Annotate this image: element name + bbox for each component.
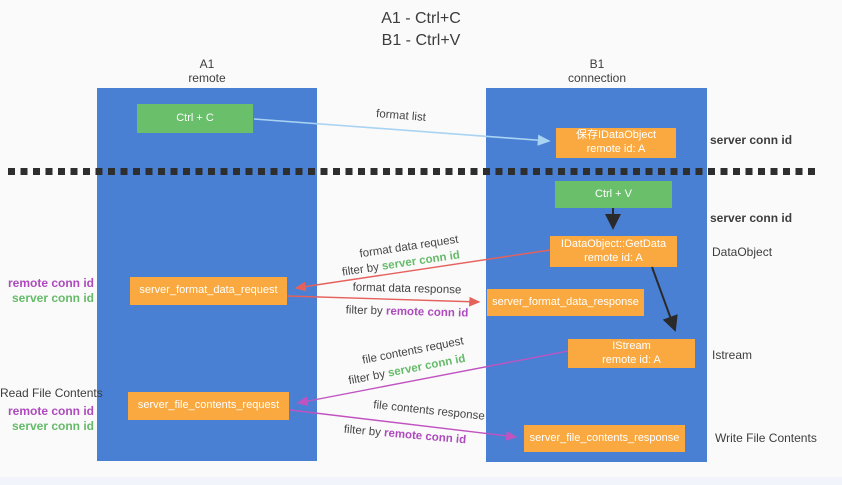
remote-conn-id-text: remote conn id: [385, 305, 469, 320]
filter-by-text: filter by: [345, 304, 387, 318]
node-save-dataobject-line2: remote id: A: [586, 143, 646, 155]
filter-by-text: filter by: [343, 423, 385, 440]
remote-conn-id-text: remote conn id: [383, 427, 467, 447]
annotation-read-file-contents: Read File Contents: [0, 386, 103, 400]
node-server-file-contents-request-label: server_file_contents_request: [137, 399, 280, 412]
left-server-conn-id-2: server conn id: [11, 419, 94, 433]
lifeline-a1-role: remote: [188, 71, 226, 85]
node-ctrl-c-label: Ctrl + C: [176, 111, 214, 124]
label-file-contents-response: file contents response: [372, 399, 486, 423]
lifeline-b1-name: B1: [589, 57, 605, 71]
annotation-left-file-ids: remote conn id server conn id: [0, 404, 94, 434]
lifeline-a1-header: A1 remote: [137, 57, 277, 85]
diagram-title: A1 - Ctrl+C B1 - Ctrl+V: [0, 8, 842, 52]
left-remote-conn-id-2: remote conn id: [7, 404, 94, 418]
node-istream-line1: IStream: [612, 339, 651, 352]
node-istream-line2: remote id: A: [602, 353, 661, 366]
filter-by-text: filter by: [341, 260, 383, 279]
node-idataobject-getdata: IDataObject::GetData remote id: A: [550, 236, 677, 267]
footer-strip: [0, 477, 842, 485]
node-save-dataobject-line1: 保存IDataObject: [575, 129, 657, 142]
label-format-data-response-filter: filter by remote conn id: [346, 304, 469, 319]
node-server-file-contents-response-label: server_file_contents_response: [529, 431, 680, 444]
node-server-format-data-request: server_format_data_request: [130, 277, 287, 305]
title-line-1: A1 - Ctrl+C: [381, 10, 461, 27]
node-server-format-data-request-label: server_format_data_request: [139, 284, 278, 297]
node-server-file-contents-response: server_file_contents_response: [524, 425, 685, 452]
label-format-list: format list: [375, 108, 427, 124]
node-save-dataobject: 保存IDataObject remote id: A: [556, 128, 676, 158]
annotation-dataobject: DataObject: [712, 245, 773, 259]
node-idataobject-getdata-line1: IDataObject::GetData: [560, 237, 667, 250]
label-file-contents-response-filter: filter by remote conn id: [343, 424, 466, 447]
left-remote-conn-id: remote conn id: [7, 276, 94, 290]
node-server-file-contents-request: server_file_contents_request: [128, 392, 289, 420]
lifeline-a1-name: A1: [199, 57, 215, 71]
annotation-server-conn-id-top: server conn id: [710, 133, 793, 147]
left-server-conn-id: server conn id: [11, 291, 94, 305]
annotation-server-conn-id-mid: server conn id: [710, 211, 793, 225]
annotation-left-format-ids: remote conn id server conn id: [0, 276, 94, 306]
node-ctrl-v: Ctrl + V: [555, 181, 672, 208]
filter-by-text: filter by: [347, 367, 390, 388]
annotation-write-file-contents: Write File Contents: [715, 431, 817, 445]
machine-boundary-dotted-line: [8, 168, 820, 175]
node-ctrl-c: Ctrl + C: [137, 104, 253, 133]
lifeline-b1-role: connection: [567, 71, 627, 85]
label-format-data-response: format data response: [352, 281, 462, 297]
lifeline-b1-header: B1 connection: [527, 57, 667, 85]
node-ctrl-v-label: Ctrl + V: [595, 187, 632, 200]
node-server-format-data-response-label: server_format_data_response: [492, 295, 639, 308]
title-line-2: B1 - Ctrl+V: [381, 32, 461, 49]
node-idataobject-getdata-line2: remote id: A: [584, 251, 643, 264]
node-istream: IStream remote id: A: [568, 339, 695, 368]
node-server-format-data-response: server_format_data_response: [487, 289, 644, 316]
annotation-istream: Istream: [712, 348, 753, 362]
